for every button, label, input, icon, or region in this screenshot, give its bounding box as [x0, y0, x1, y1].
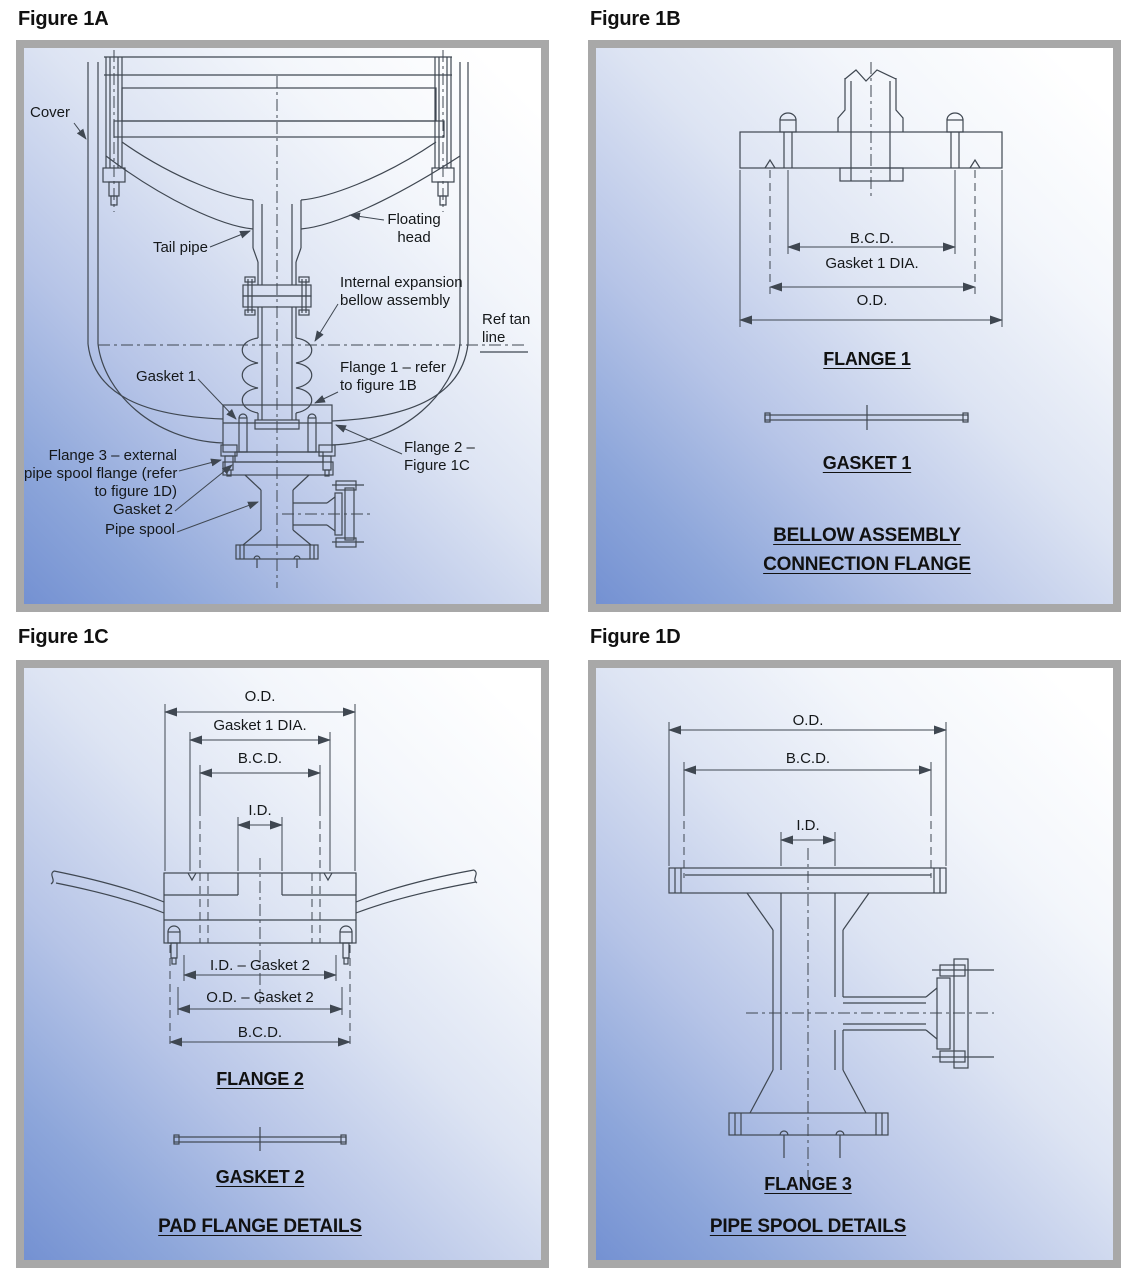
dim-id-gasket-2: I.D. – Gasket 2	[209, 957, 311, 974]
dimension-lines-top	[164, 704, 356, 871]
figure-1b-title: Figure 1B	[590, 8, 681, 30]
flange-stack	[220, 404, 336, 477]
dim-od: O.D.	[792, 712, 824, 729]
caption-bellow-assembly: BELLOW ASSEMBLY	[773, 525, 961, 546]
dim-bcd: B.C.D.	[849, 230, 895, 247]
label-line: Ref tan	[482, 311, 531, 328]
flange-3-top-plate	[668, 867, 947, 894]
side-branch-nozzle	[843, 958, 994, 1069]
caption-pipe-spool-details: PIPE SPOOL DETAILS	[709, 1216, 907, 1237]
leader-lines	[73, 122, 403, 533]
dim-id: I.D.	[248, 802, 272, 819]
spool-body	[746, 892, 870, 1070]
dim-id: I.D.	[796, 817, 820, 834]
label-line: Floating	[387, 211, 441, 228]
dim-bcd-top: B.C.D.	[237, 750, 283, 767]
label-pipe-spool: Pipe spool	[104, 521, 175, 538]
label-line: Internal expansion	[340, 274, 463, 291]
figure-1c-panel: O.D. Gasket 1 DIA. B.C.D. I.D. I.D. – Ga…	[16, 660, 549, 1268]
figure-1b-panel: B.C.D. Gasket 1 DIA. O.D. FLANGE 1 GASKE…	[588, 40, 1121, 612]
dim-bcd: B.C.D.	[785, 750, 831, 767]
tail-pipe-flange-pair	[242, 276, 312, 316]
bottom-flange	[728, 1069, 889, 1158]
label-line: pipe spool flange (refer	[24, 465, 178, 482]
shell-curves	[87, 343, 469, 446]
caption-flange-3: FLANGE 3	[764, 1174, 852, 1194]
label-tail-pipe: Tail pipe	[152, 239, 208, 256]
dim-od-gasket-2: O.D. – Gasket 2	[206, 989, 314, 1006]
figure-1a-drawing	[73, 50, 528, 588]
dim-bcd-bottom: B.C.D.	[237, 1024, 283, 1041]
label-line: Flange 2 –	[404, 439, 475, 456]
dimension-lines	[739, 170, 1003, 327]
flange-2-section	[163, 858, 357, 1004]
figure-1b-drawing	[739, 62, 1003, 430]
caption-flange-2: FLANGE 2	[216, 1069, 304, 1089]
flange-1-section	[739, 62, 1003, 198]
label-bellow-assembly: Internal expansion bellow assembly	[340, 274, 463, 310]
gasket-1-section	[764, 405, 969, 430]
label-line: to figure 1B	[340, 377, 417, 394]
figure-1d-panel: O.D. B.C.D. I.D. FLANGE 3 PIPE SPOOL DET…	[588, 660, 1121, 1268]
label-line: line	[482, 329, 506, 346]
caption-connection-flange: CONNECTION FLANGE	[763, 554, 971, 575]
figure-1d-drawing	[668, 722, 994, 1180]
figure-1d-title: Figure 1D	[590, 626, 681, 648]
label-line: bellow assembly	[340, 292, 451, 309]
label-flange-2: Flange 2 – Figure 1C	[404, 439, 475, 475]
dim-od: O.D.	[244, 688, 276, 705]
figure-1a-title: Figure 1A	[18, 8, 109, 30]
caption-pad-flange-details: PAD FLANGE DETAILS	[158, 1216, 362, 1237]
label-ref-tan-line: Ref tan line	[482, 311, 530, 347]
caption-flange-1: FLANGE 1	[823, 349, 911, 369]
label-line: Figure 1C	[404, 457, 470, 474]
label-line: to figure 1D)	[94, 483, 177, 500]
centerlines	[746, 848, 994, 1180]
figure-1c-drawing	[50, 704, 478, 1151]
gasket-2-section	[173, 1127, 347, 1151]
pipe-spool	[235, 474, 319, 568]
side-branch-nozzle	[282, 480, 372, 548]
cover-bolts	[102, 57, 455, 206]
dim-gasket-1-dia: Gasket 1 DIA.	[825, 255, 919, 272]
label-gasket-2: Gasket 2	[112, 501, 173, 518]
figure-1c-title: Figure 1C	[18, 626, 109, 648]
shell-curves	[50, 869, 478, 914]
floating-head-dish	[105, 141, 461, 230]
tail-pipe	[252, 200, 302, 285]
dim-od: O.D.	[856, 292, 888, 309]
label-flange-3: Flange 3 – external pipe spool flange (r…	[24, 447, 177, 501]
label-gasket-1: Gasket 1	[135, 368, 196, 385]
caption-gasket-2: GASKET 2	[215, 1167, 305, 1187]
dimension-lines	[668, 722, 947, 878]
caption-gasket-1: GASKET 1	[822, 453, 912, 473]
label-floating-head: Floating head	[380, 211, 448, 247]
label-line: Flange 1 – refer	[340, 359, 446, 376]
dimension-lines-bottom	[169, 945, 351, 1049]
label-line: Flange 3 – external	[48, 447, 177, 464]
label-cover: Cover	[30, 104, 71, 121]
label-line: head	[397, 229, 431, 246]
dim-gasket-1-dia: Gasket 1 DIA.	[213, 717, 307, 734]
bellow-assembly	[241, 307, 313, 420]
figure-1a-panel: Cover Tail pipe Floating head Internal e…	[16, 40, 549, 612]
label-flange-1: Flange 1 – refer to figure 1B	[340, 359, 446, 395]
